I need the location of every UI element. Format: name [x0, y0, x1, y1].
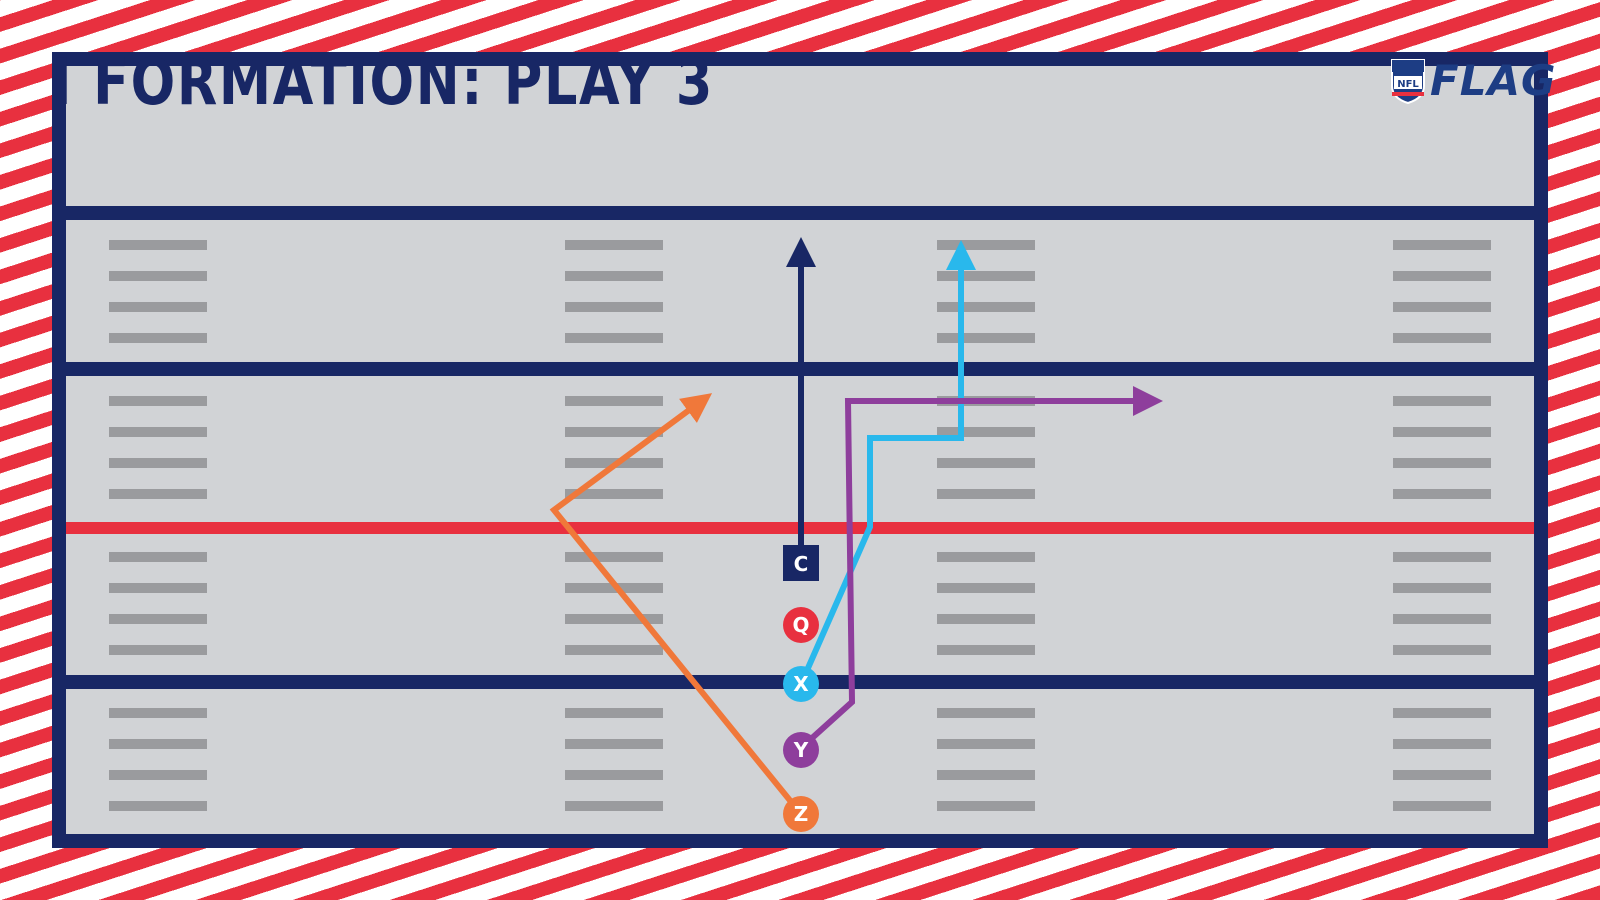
- hash-mark: [109, 552, 207, 562]
- hash-mark: [109, 583, 207, 593]
- hash-mark: [109, 333, 207, 343]
- hash-mark: [1393, 427, 1491, 437]
- hash-mark: [565, 240, 663, 250]
- hash-mark: [565, 739, 663, 749]
- player-c-marker: [783, 545, 819, 581]
- hash-mark: [565, 427, 663, 437]
- hash-mark: [565, 396, 663, 406]
- player-x-marker: [783, 666, 819, 702]
- hash-mark: [109, 770, 207, 780]
- hash-mark: [1393, 271, 1491, 281]
- route-x: [798, 240, 976, 686]
- hash-mark: [937, 645, 1035, 655]
- hash-mark: [109, 708, 207, 718]
- routes: [549, 237, 1163, 816]
- hash-mark: [109, 427, 207, 437]
- hash-mark: [1393, 645, 1491, 655]
- hash-mark: [1393, 614, 1491, 624]
- hash-mark: [109, 302, 207, 312]
- player-q-label: Q: [792, 613, 809, 637]
- hash-mark: [109, 458, 207, 468]
- nfl-shield-icon: NFL: [1391, 59, 1425, 104]
- route-y: [798, 386, 1163, 751]
- player-z-label: Z: [794, 802, 809, 826]
- hash-mark: [937, 801, 1035, 811]
- hash-mark: [1393, 458, 1491, 468]
- route-z: [549, 393, 804, 816]
- hash-mark: [565, 645, 663, 655]
- players: C Q X Y Z: [783, 545, 819, 832]
- hash-mark: [937, 427, 1035, 437]
- nfl-flag-logo: NFL FLAG: [1390, 54, 1560, 106]
- hash-mark: [937, 552, 1035, 562]
- hash-mark: [937, 333, 1035, 343]
- header-divider-line: [66, 206, 1534, 220]
- hash-mark: [109, 271, 207, 281]
- hash-mark: [1393, 708, 1491, 718]
- hash-mark: [1393, 770, 1491, 780]
- hash-mark: [565, 614, 663, 624]
- flag-wordmark: FLAG: [1430, 56, 1557, 105]
- player-x-label: X: [793, 672, 809, 696]
- hash-mark: [109, 240, 207, 250]
- hash-mark: [1393, 739, 1491, 749]
- hash-mark: [937, 739, 1035, 749]
- hash-mark: [937, 489, 1035, 499]
- hash-mark: [937, 708, 1035, 718]
- player-y-label: Y: [793, 738, 809, 762]
- player-z: Z: [783, 796, 819, 832]
- player-x: X: [783, 666, 819, 702]
- player-q: Q: [783, 607, 819, 643]
- hash-mark: [109, 739, 207, 749]
- hash-mark: [565, 552, 663, 562]
- hash-mark: [1393, 240, 1491, 250]
- player-z-marker: [783, 796, 819, 832]
- player-q-marker: [783, 607, 819, 643]
- hash-mark: [937, 458, 1035, 468]
- hash-mark: [1393, 302, 1491, 312]
- hash-mark: [937, 271, 1035, 281]
- hash-mark: [1393, 801, 1491, 811]
- hash-mark: [1393, 396, 1491, 406]
- hash-mark: [565, 770, 663, 780]
- hash-mark: [937, 240, 1035, 250]
- hash-mark: [937, 583, 1035, 593]
- hash-mark: [937, 302, 1035, 312]
- hash-mark: [565, 333, 663, 343]
- hash-mark: [1393, 333, 1491, 343]
- hash-mark: [937, 614, 1035, 624]
- hash-mark: [1393, 552, 1491, 562]
- hash-mark: [565, 489, 663, 499]
- nfl-shield-text: NFL: [1397, 79, 1419, 90]
- hash-mark: [109, 489, 207, 499]
- hash-mark: [565, 302, 663, 312]
- player-y-marker: [783, 732, 819, 768]
- hash-mark: [565, 271, 663, 281]
- hash-mark: [109, 801, 207, 811]
- hash-mark: [937, 770, 1035, 780]
- hash-mark: [109, 614, 207, 624]
- hash-mark: [109, 396, 207, 406]
- hash-mark: [109, 645, 207, 655]
- play-title: I FORMATION: PLAY 3: [52, 46, 714, 120]
- player-y: Y: [783, 732, 819, 768]
- player-c: C: [783, 545, 819, 581]
- player-c-label: C: [794, 552, 809, 576]
- hash-mark: [565, 801, 663, 811]
- hash-mark: [1393, 583, 1491, 593]
- hash-mark: [565, 708, 663, 718]
- hash-mark: [1393, 489, 1491, 499]
